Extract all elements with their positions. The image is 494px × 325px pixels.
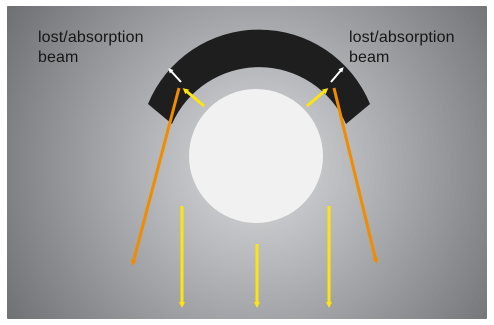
arrow-icon: [330, 67, 344, 83]
arrow-icon: [306, 88, 329, 108]
arrow-icon: [182, 88, 205, 108]
arrow-icon: [168, 68, 182, 83]
arrow-icon: [332, 87, 379, 264]
beam-diagram: lost/absorption beam lost/absorption bea…: [7, 6, 487, 319]
label-lost-absorption-beam-right: lost/absorption beam: [349, 29, 455, 66]
diagram-canvas: [7, 6, 487, 319]
absorber-arc: [148, 29, 370, 125]
label-lost-absorption-beam-left: lost/absorption beam: [38, 29, 144, 66]
sphere: [189, 89, 323, 223]
arrow-icon: [130, 87, 181, 266]
